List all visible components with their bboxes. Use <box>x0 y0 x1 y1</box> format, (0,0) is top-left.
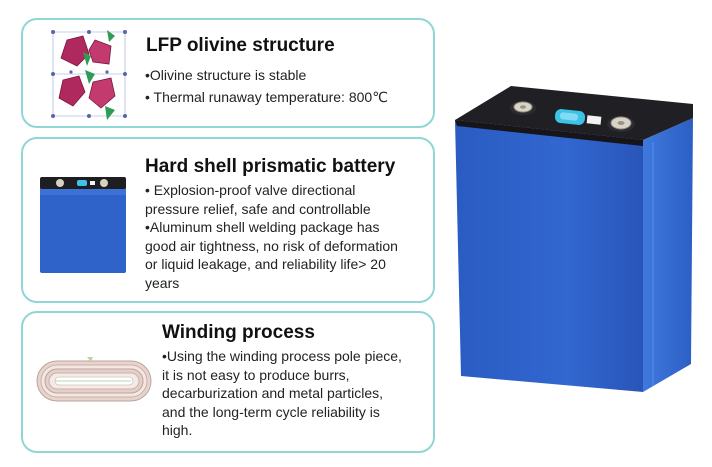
card-body-lfp: •Olivine structure is stable • Thermal r… <box>145 66 430 106</box>
body-line: it is not easy to produce burrs, <box>162 366 350 383</box>
body-line: or liquid leakage, and reliability life>… <box>145 256 386 272</box>
card-prismatic-battery: Hard shell prismatic battery • Explosion… <box>21 137 435 303</box>
card-title-lfp: LFP olivine structure <box>146 35 335 56</box>
body-line: • Explosion-proof valve directional <box>145 182 356 198</box>
card-body-winding: •Using the winding process pole piece, i… <box>162 347 432 440</box>
winding-roll-icon <box>35 357 153 405</box>
body-line: years <box>145 274 180 291</box>
body-line: high. <box>162 422 193 438</box>
body-line: decarburization and metal particles, <box>162 385 384 401</box>
body-line: • Thermal runaway temperature: 800℃ <box>145 88 388 105</box>
body-line: good air tightness, no risk of deformati… <box>145 237 398 254</box>
card-lfp-olivine: LFP olivine structure •Olivine structure… <box>21 18 435 128</box>
olivine-crystal-structure-icon <box>49 26 129 122</box>
lfp-prismatic-cell-image <box>447 80 699 396</box>
prismatic-battery-icon <box>38 175 128 275</box>
body-line: and the long-term cycle reliability is <box>162 403 380 420</box>
card-winding-process: Winding process •Using the winding proce… <box>21 311 435 453</box>
body-line: •Using the winding process pole piece, <box>162 348 402 364</box>
body-line: pressure relief, safe and controllable <box>145 200 371 217</box>
body-line: •Olivine structure is stable <box>145 67 307 83</box>
card-body-prismatic: • Explosion-proof valve directional pres… <box>145 181 435 292</box>
body-line: •Aluminum shell welding package has <box>145 219 380 235</box>
card-title-prismatic: Hard shell prismatic battery <box>145 156 396 177</box>
card-title-winding: Winding process <box>162 322 315 343</box>
